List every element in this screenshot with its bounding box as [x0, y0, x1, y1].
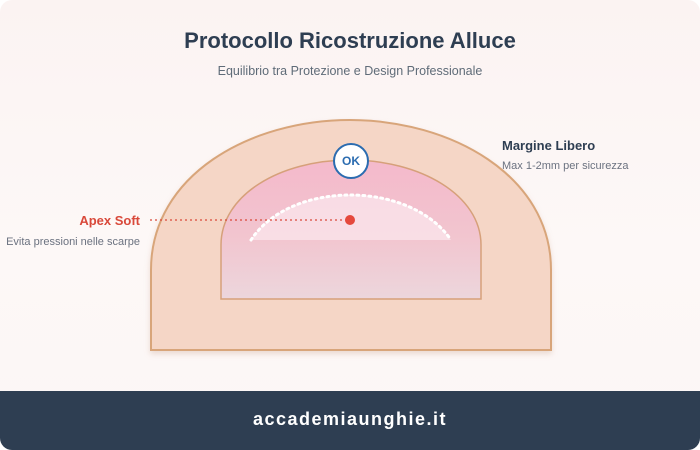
- page-subtitle: Equilibrio tra Protezione e Design Profe…: [217, 64, 483, 78]
- page-title: Protocollo Ricostruzione Alluce: [184, 28, 516, 53]
- ok-badge: OK: [342, 154, 360, 168]
- apex-curve: [249, 193, 453, 242]
- free-edge-label: Margine Libero: [502, 138, 596, 153]
- footer-site-link[interactable]: accademiaunghie.it: [252, 409, 448, 429]
- free-edge-note: Max 1-2mm per sicurezza: [502, 160, 629, 172]
- apex-marker: [345, 215, 355, 225]
- ok-badge-circle: [333, 143, 369, 179]
- apex-label: Apex Soft: [79, 213, 140, 228]
- footer-bar: accademiaunghie.it: [0, 391, 700, 450]
- apex-note: Evita pressioni nelle scarpe: [6, 236, 140, 248]
